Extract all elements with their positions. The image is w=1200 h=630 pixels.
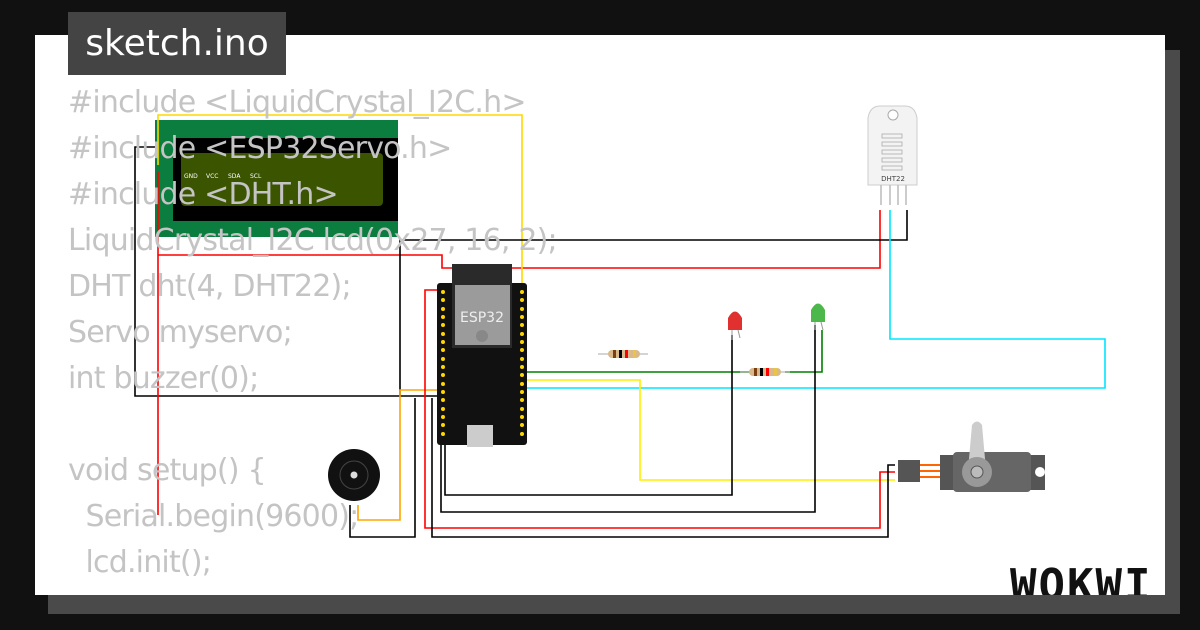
code-line: Servo myservo;	[68, 315, 293, 350]
lcd-pin-vcc: VCC	[206, 173, 218, 180]
file-tab[interactable]: sketch.ino	[68, 12, 286, 75]
servo-motor[interactable]	[898, 421, 1045, 493]
lcd-display[interactable]: GND VCC SDA SCL	[155, 120, 398, 237]
wire-green	[525, 330, 823, 373]
code-line: #include <DHT.h>	[68, 177, 339, 212]
esp32-board[interactable]: ESP32	[437, 264, 527, 447]
wire-cyan	[525, 210, 1106, 389]
wokwi-logo: WOKWI	[1010, 560, 1153, 595]
wire-red	[157, 172, 881, 515]
esp32-label: ESP32	[460, 310, 504, 326]
code-line: lcd.init();	[68, 545, 212, 580]
wire-black	[431, 398, 895, 538]
resistor[interactable]	[598, 350, 648, 358]
buzzer[interactable]	[328, 449, 380, 501]
led-red[interactable]	[728, 311, 742, 341]
code-background: #include <LiquidCrystal_I2C.h> #include <…	[68, 80, 558, 586]
wire-yellow	[157, 114, 523, 285]
circuit-diagram: GND VCC SDA SCL ESP32	[134, 105, 1106, 538]
dht22-sensor[interactable]: DHT22	[867, 105, 918, 205]
wire-orange	[357, 389, 440, 521]
lcd-pin-sda: SDA	[228, 173, 241, 180]
code-line: DHT dht(4, DHT22);	[68, 269, 352, 304]
code-line: Serial.begin(9600);	[68, 499, 359, 534]
lcd-pin-scl: SCL	[250, 173, 262, 180]
wire-black	[440, 325, 816, 513]
code-line: LiquidCrystal_I2C lcd(0x27, 16, 2);	[68, 223, 558, 258]
wire-black	[399, 210, 908, 396]
wire-black	[349, 398, 416, 538]
lcd-pin-gnd: GND	[184, 173, 198, 180]
resistor[interactable]	[740, 368, 790, 376]
code-line: void setup() {	[68, 453, 267, 488]
dht22-label: DHT22	[881, 175, 905, 183]
code-line	[68, 402, 557, 448]
wire-black	[134, 146, 440, 397]
wire-yellow	[525, 379, 895, 481]
wire-red	[424, 289, 895, 529]
wires	[134, 114, 1106, 538]
preview-card: GND VCC SDA SCL ESP32	[35, 35, 1165, 595]
led-green[interactable]	[811, 303, 825, 331]
code-line: #include <ESP32Servo.h>	[68, 131, 452, 166]
wire-black	[444, 335, 733, 496]
code-line: int buzzer(0);	[68, 361, 259, 396]
code-line: #include <LiquidCrystal_I2C.h>	[68, 85, 527, 120]
